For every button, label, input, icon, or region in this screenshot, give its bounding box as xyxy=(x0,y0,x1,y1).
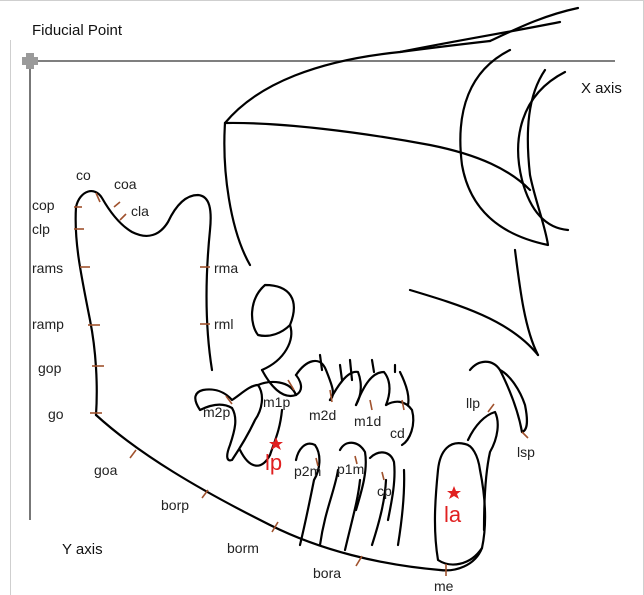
tick-coa xyxy=(114,202,120,207)
label-m2p: m2p xyxy=(203,404,230,420)
label-go: go xyxy=(48,406,64,422)
landmark-labels: co coa cop cla clp rams rma ramp rml gop… xyxy=(32,167,535,594)
label-bora: bora xyxy=(313,565,341,581)
tick-m1d xyxy=(370,400,372,410)
label-p2m: p2m xyxy=(294,463,321,479)
label-borp: borp xyxy=(161,497,189,513)
label-cla: cla xyxy=(131,203,149,219)
tick-llp xyxy=(488,404,494,412)
marker-la: la xyxy=(444,486,462,527)
tick-cp xyxy=(382,472,384,480)
label-cd: cd xyxy=(390,425,405,441)
label-clp: clp xyxy=(32,221,50,237)
fiducial-point-icon xyxy=(22,53,38,69)
tick-lsp xyxy=(522,432,528,438)
incisors xyxy=(435,412,498,564)
label-me: me xyxy=(434,578,454,594)
star-icon xyxy=(269,437,283,450)
label-cp: cp xyxy=(377,483,392,499)
label-cop: cop xyxy=(32,197,55,213)
label-borm: borm xyxy=(227,540,259,556)
label-gop: gop xyxy=(38,360,62,376)
label-rml: rml xyxy=(214,316,233,332)
marker-lp: lp xyxy=(265,437,283,475)
label-lsp: lsp xyxy=(517,444,535,460)
label-rams: rams xyxy=(32,260,63,276)
fiducial-point-title: Fiducial Point xyxy=(32,22,123,39)
label-ramp: ramp xyxy=(32,316,64,332)
label-m1d: m1d xyxy=(354,413,381,429)
mandible-outline xyxy=(76,191,482,570)
tick-cla xyxy=(120,214,126,220)
label-m1p: m1p xyxy=(263,394,290,410)
label-goa: goa xyxy=(94,462,118,478)
label-lp: lp xyxy=(265,450,282,475)
label-la: la xyxy=(444,502,462,527)
label-co: co xyxy=(76,167,91,183)
label-coa: coa xyxy=(114,176,137,192)
soft-tissue xyxy=(252,285,527,432)
star-icon xyxy=(447,486,461,499)
x-axis-label: X axis xyxy=(581,80,622,97)
label-rma: rma xyxy=(214,260,238,276)
label-p1m: p1m xyxy=(337,461,364,477)
label-m2d: m2d xyxy=(309,407,336,423)
skull-outline xyxy=(224,8,578,355)
tick-goa xyxy=(130,450,136,458)
y-axis-label: Y axis xyxy=(62,541,103,558)
label-llp: llp xyxy=(466,395,480,411)
tick-cd xyxy=(402,400,404,410)
